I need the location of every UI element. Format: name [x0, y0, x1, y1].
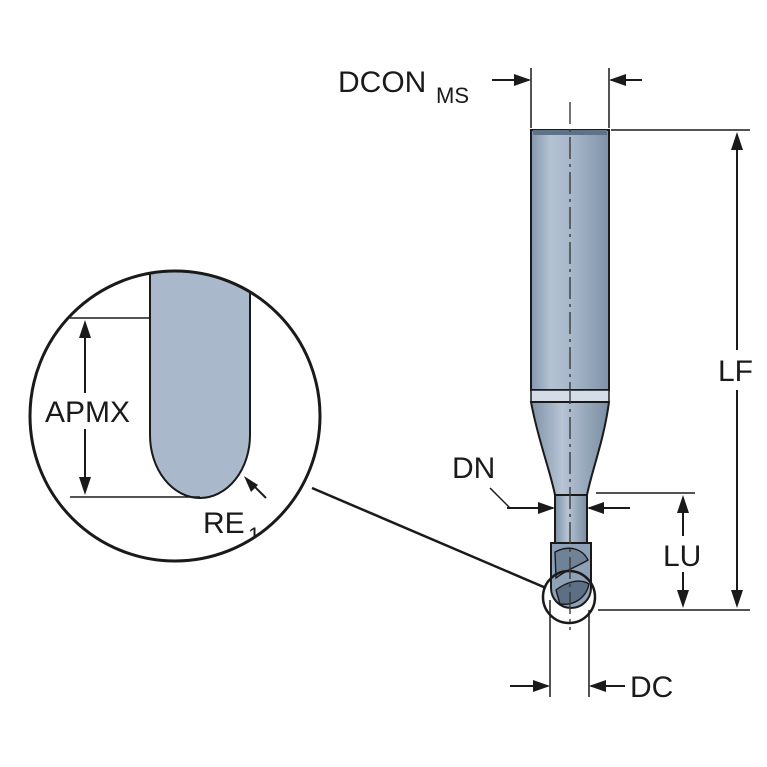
detail-leader-line — [311, 486, 547, 590]
lf-label: LF — [718, 355, 753, 388]
detail-marker-circle — [541, 569, 597, 625]
lf-dimension: LF — [598, 129, 753, 611]
flute-2 — [555, 580, 590, 605]
dc-label: DC — [630, 671, 673, 704]
dn-dimension: DN — [452, 452, 630, 514]
dcon-dimension: DCON MS — [338, 66, 642, 128]
dcon-label: DCON — [338, 66, 426, 99]
dcon-subscript: MS — [436, 83, 469, 108]
apmx-label: APMX — [45, 396, 130, 429]
tool-neck — [554, 494, 588, 544]
lu-label: LU — [663, 540, 701, 573]
shank-chamfer — [533, 130, 607, 135]
zoom-ball-nose — [149, 271, 251, 499]
detail-zoom-view: APMX RE 1 — [28, 269, 322, 563]
lu-dimension: LU — [596, 492, 704, 608]
dc-dimension: DC — [510, 600, 673, 704]
dn-label: DN — [452, 452, 495, 485]
re-label: RE — [203, 507, 245, 540]
zoom-circle-border — [28, 269, 322, 563]
